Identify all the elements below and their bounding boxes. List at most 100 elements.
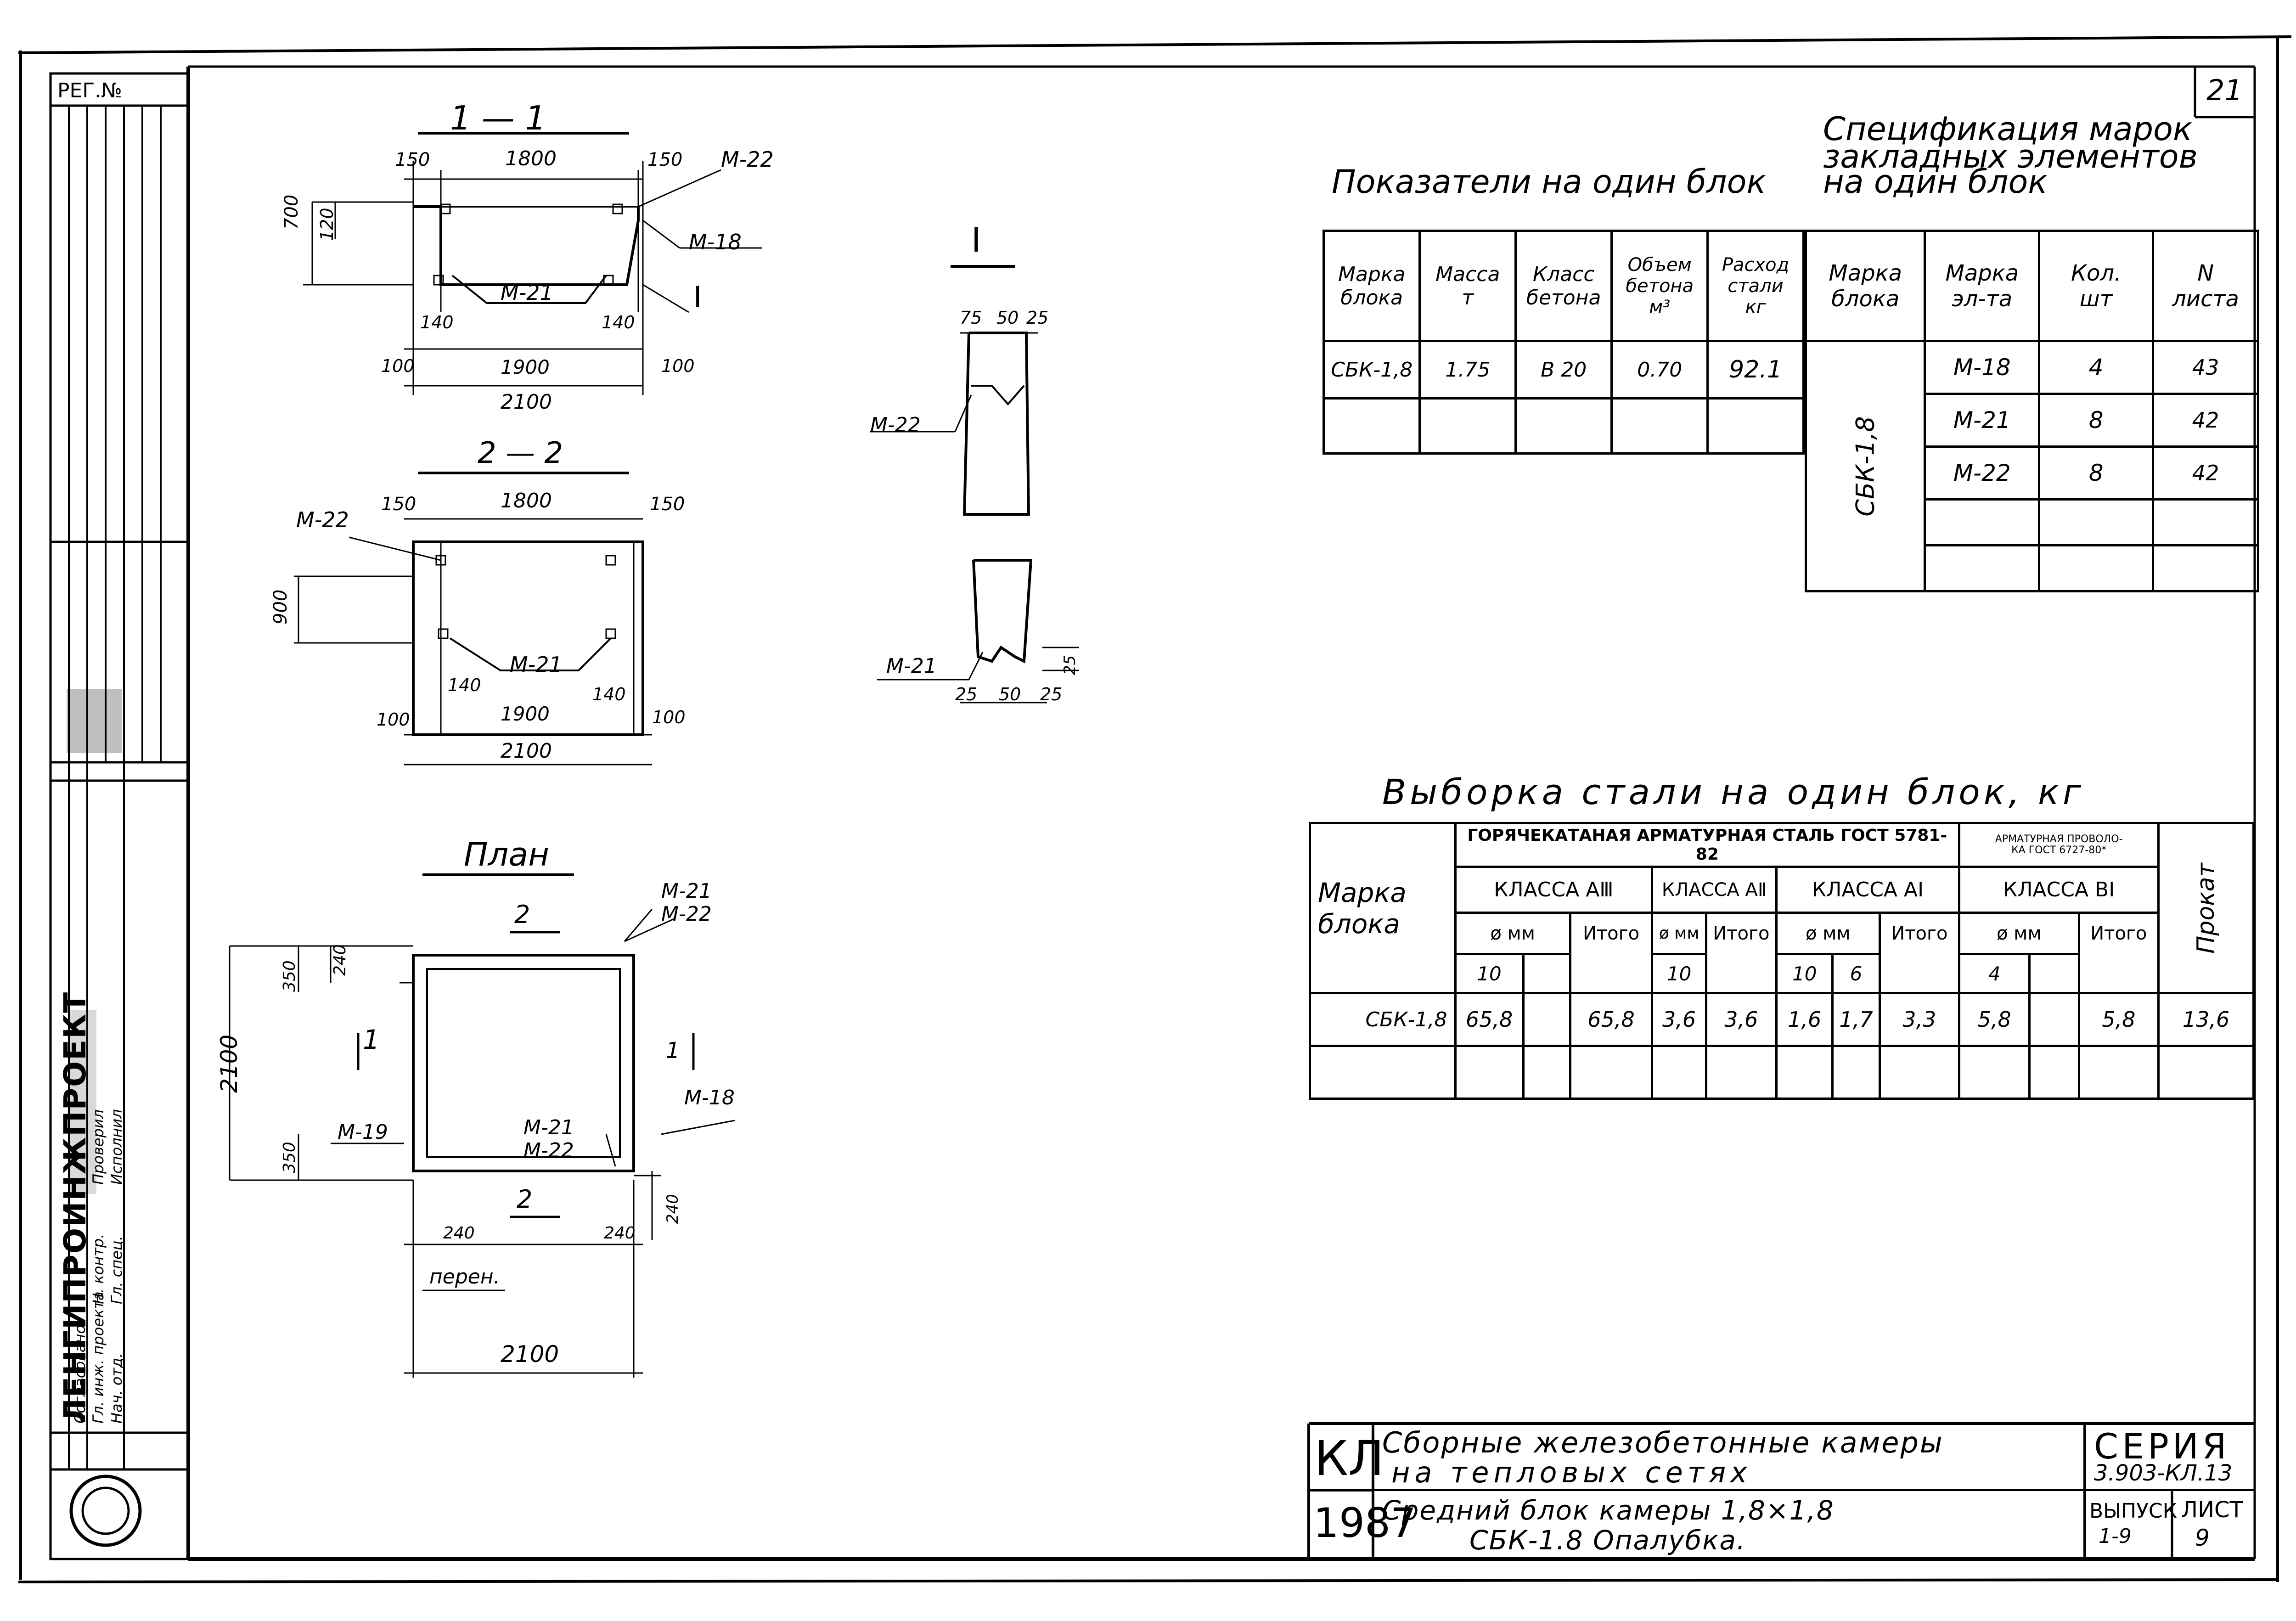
table-cell: 5,8 <box>1958 992 2031 1047</box>
steel-table-title: Выборка стали на один блок, кг <box>1382 771 2085 812</box>
dim: 2100 <box>216 1034 242 1093</box>
plan-note: перен. <box>429 1265 500 1289</box>
dim: 50 <box>999 684 1021 704</box>
dim: 140 <box>420 312 454 332</box>
stamp-row: Исполнил <box>108 1109 125 1185</box>
dim: 100 <box>381 356 415 376</box>
total-header: Итого <box>1569 912 1654 994</box>
mark-label: М-19 <box>338 1120 388 1144</box>
mark-label: М-22 <box>661 902 712 926</box>
dim: 700 <box>281 194 302 230</box>
table-cell: 92.1 <box>1706 340 1805 400</box>
sheet-value: 9 <box>2195 1525 2210 1551</box>
table-cell: 4 <box>2038 340 2155 395</box>
block-header: Марка блока <box>1309 822 1457 994</box>
node-mark: I <box>693 280 702 314</box>
table-cell: 1.75 <box>1418 340 1517 400</box>
hot-rolled-header: ГОРЯЧЕКАТАНАЯ АРМАТУРНАЯ СТАЛЬ ГОСТ 5781… <box>1454 822 1961 868</box>
total-header: Итого <box>1878 912 1961 994</box>
table-cell: 1,7 <box>1831 992 1881 1047</box>
table-cell: 42 <box>2152 445 2259 501</box>
dim: 1800 <box>501 489 552 512</box>
mark-label: М-18 <box>689 230 742 254</box>
dim: 100 <box>652 707 686 727</box>
dim: 1900 <box>501 356 550 378</box>
table-cell: 8 <box>2038 445 2155 501</box>
dim: 75 <box>960 308 982 328</box>
table-cell: 5,8 <box>2077 992 2160 1047</box>
dim: 25 <box>1026 308 1049 328</box>
size-cell: 10 <box>1775 953 1834 994</box>
size-cell: 10 <box>1454 953 1525 994</box>
dim: 25 <box>1040 684 1063 704</box>
total-header: Итого <box>1705 912 1778 994</box>
spec-right-title-3: на один блок <box>1823 163 2048 201</box>
dim: 350 <box>280 960 299 992</box>
dim: 900 <box>270 589 291 625</box>
dim: 100 <box>377 709 410 730</box>
dim: 50 <box>996 308 1019 328</box>
size-cell: 6 <box>1831 953 1881 994</box>
table-cell: 42 <box>2152 393 2259 448</box>
dim: 2100 <box>501 390 552 414</box>
dim: 25 <box>955 684 978 704</box>
side-stamp-org: ЛЕНГИПРОИНЖПРОЕКТ <box>57 991 93 1424</box>
dim: 2100 <box>501 1341 559 1368</box>
dim: 350 <box>280 1142 299 1173</box>
mark-label: М-21 <box>886 654 937 678</box>
wire-header: АРМАТУРНАЯ ПРОВОЛО-КА ГОСТ 6727-80* <box>1958 822 2160 868</box>
issue-label: ВЫПУСК <box>2089 1499 2177 1523</box>
series-label: СЕРИЯ <box>2094 1426 2230 1467</box>
table-cell: 65,8 <box>1454 992 1525 1047</box>
mark-label: М-22 <box>296 507 349 532</box>
dim: 1900 <box>501 703 550 725</box>
class-header: КЛАССА АⅡ <box>1651 866 1778 914</box>
drawing-subtitle-1: Средний блок камеры 1,8×1,8 <box>1382 1495 1835 1526</box>
mark-label: М-18 <box>684 1086 735 1109</box>
drawing-subtitle-2: СБК-1.8 Опалубка. <box>1469 1525 1746 1556</box>
mark-label: М-22 <box>721 147 774 172</box>
table-cell: СБК-1,8 <box>1322 340 1421 400</box>
drawing-title-1: Сборные железобетонные камеры <box>1382 1426 1944 1459</box>
table-cell: М-22 <box>1924 445 2041 501</box>
dia-header: ø мм <box>1958 912 2080 955</box>
sheet-label: ЛИСТ <box>2181 1497 2243 1523</box>
stamp-row: Гл. спец. <box>108 1236 125 1304</box>
side-stamp-rows: Согласовано Гл. инж. проекта Н. контр. П… <box>53 1109 687 1424</box>
table-cell: 13,6 <box>2157 992 2255 1047</box>
spec-right-title-1: Спецификация марок <box>1823 110 2193 148</box>
dim: 2100 <box>501 739 552 763</box>
table-cell: 43 <box>2152 340 2259 395</box>
prokat-header: Прокат <box>2157 822 2255 994</box>
class-header: КЛАССА АⅢ <box>1454 866 1654 914</box>
dim: 150 <box>381 494 416 515</box>
table-cell: СБК-1,8 <box>1309 992 1457 1047</box>
table-cell: В 20 <box>1514 340 1613 400</box>
drawing-year: 1987 <box>1313 1499 1416 1547</box>
mark-label: М-21 <box>501 280 553 305</box>
spec-right-title-2: закладных элементов <box>1823 138 2198 175</box>
table-cell: М-18 <box>1924 340 2041 395</box>
series-value: 3.903-КЛ.13 <box>2094 1460 2233 1486</box>
dim: 150 <box>395 149 430 170</box>
issue-value: 1-9 <box>2099 1525 2132 1548</box>
drawing-title-2: на тепловых сетях <box>1391 1456 1752 1489</box>
reg-no-label: РЕГ.№ <box>57 79 122 102</box>
dim: 240 <box>604 1224 636 1243</box>
class-header: КЛАССА АⅠ <box>1775 866 1961 914</box>
spec-left-title: Показатели на один блок <box>1332 163 1766 201</box>
dim: 140 <box>448 675 481 695</box>
size-cell: 4 <box>1958 953 2031 994</box>
block-mark-cell: СБК-1,8 <box>1804 340 1926 592</box>
drawing-code: КЛ <box>1314 1430 1384 1486</box>
class-header: КЛАССА ВⅠ <box>1958 866 2160 914</box>
